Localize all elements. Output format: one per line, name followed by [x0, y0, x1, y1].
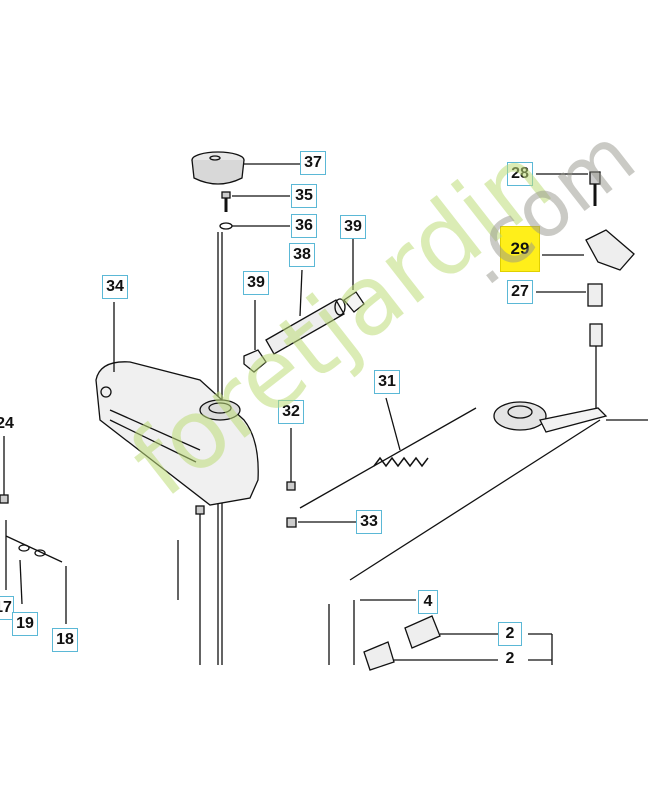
callout-24: 24 — [0, 415, 14, 432]
callout-33: 33 — [356, 510, 382, 534]
callout-39: 39 — [340, 215, 366, 239]
callout-28: 28 — [507, 162, 533, 186]
callout-34: 34 — [102, 275, 128, 299]
callout-2: 2 — [498, 622, 522, 646]
knob-part — [191, 151, 245, 185]
screw-part — [219, 191, 233, 230]
callout-17: 17 — [0, 596, 14, 620]
handle-part — [265, 298, 346, 355]
callout-37: 37 — [300, 151, 326, 175]
callout-32: 32 — [278, 400, 304, 424]
callout-38: 38 — [289, 243, 315, 267]
callout-31: 31 — [374, 370, 400, 394]
pulley-part — [493, 401, 648, 433]
callout-2: 2 — [505, 650, 515, 667]
callout-39: 39 — [243, 271, 269, 295]
callout-35: 35 — [291, 184, 317, 208]
callout-18: 18 — [52, 628, 78, 652]
callout-19: 19 — [12, 612, 38, 636]
callout-29-highlighted: 29 — [500, 226, 540, 272]
callout-4: 4 — [418, 590, 438, 614]
housing-part — [95, 361, 259, 506]
callout-36: 36 — [291, 214, 317, 238]
callout-27: 27 — [507, 280, 533, 304]
